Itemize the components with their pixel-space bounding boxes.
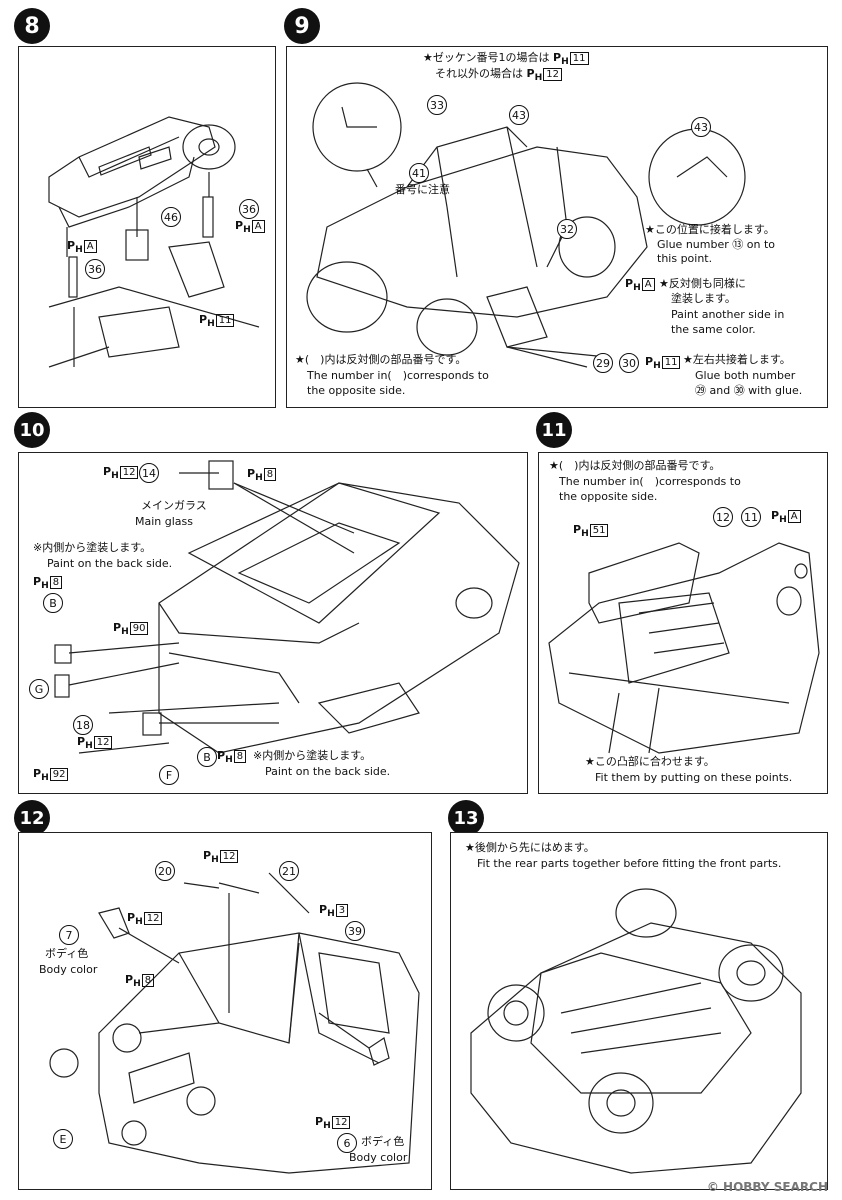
body-color-en: Body color [39,963,98,976]
part-18: 18 [73,715,93,735]
watermark: © HOBBY SEARCH [706,1180,828,1194]
part-21: 21 [279,861,299,881]
part-12: 12 [713,507,733,527]
back-side-jp-1: ※内側から塗装します。 [33,541,152,554]
back-side-jp-2: ※内側から塗装します。 [253,749,372,762]
main-glass-jp: メインガラス [141,499,207,512]
body-color-jp-2: ボディ色 [361,1135,405,1148]
step-11-number: 11 [536,412,572,448]
opposite-en-2: the opposite side. [559,490,658,503]
paint-en-2: the same color. [671,323,756,336]
part-43-detail: 43 [691,117,711,137]
car-underside-illustration [470,888,802,1174]
part-F: F [159,765,179,785]
step-10-number: 10 [14,412,50,448]
part-33: 33 [427,95,447,115]
dashboard-illustration [48,116,260,368]
glue-both-jp: ★左右共接着します。 [683,353,791,366]
part-30: 30 [619,353,639,373]
step-8-number: 8 [14,8,50,44]
part-6: 6 [337,1133,357,1153]
part-G: G [29,679,49,699]
step-13-panel: ★後側から先にはめます。 Fit the rear parts together… [450,832,828,1190]
number-caution: 番号に注意 [395,183,450,196]
part-E: E [53,1129,73,1149]
part-36-top: 36 [239,199,259,219]
body-glass-illustration [54,460,520,754]
opposite-en-2: the opposite side. [307,384,406,397]
interior-panel-illustration [548,542,820,754]
fit-points-en: Fit them by putting on these points. [595,771,793,784]
glue-both-en-2: ㉙ and ㉚ with glue. [695,384,803,397]
part-46: 46 [161,207,181,227]
step-9-number: 9 [284,8,320,44]
back-side-en-2: Paint on the back side. [265,765,391,778]
glue-jp: ★この位置に接着します。 [645,223,775,236]
part-29: 29 [593,353,613,373]
rear-first-en: Fit the rear parts together before fitti… [477,857,782,870]
main-glass-en: Main glass [135,515,193,528]
glue-both-en-1: Glue both number [695,369,796,382]
part-14: 14 [139,463,159,483]
opposite-jp: ★( )内は反対側の部品番号です。 [549,459,721,472]
part-B-bottom: B [197,747,217,767]
paint-en-1: Paint another side in [671,308,785,321]
part-39: 39 [345,921,365,941]
glue-en-1: Glue number ⑬ on to [657,238,775,251]
part-B-top: B [43,593,63,613]
part-43-center: 43 [509,105,529,125]
rear-first-jp: ★後側から先にはめます。 [465,841,595,854]
part-7: 7 [59,925,79,945]
opposite-jp: ★( )内は反対側の部品番号です。 [295,353,467,366]
paint-jp-2: 塗装します。 [671,292,736,305]
part-11: 11 [741,507,761,527]
part-36-left: 36 [85,259,105,279]
step-12-number: 12 [14,800,50,836]
part-41: 41 [409,163,429,183]
fit-points-jp: ★この凸部に合わせます。 [585,755,715,768]
glue-en-2: this point. [657,252,713,265]
back-side-en-1: Paint on the back side. [47,557,173,570]
opposite-en-1: The number in( )corresponds to [559,475,741,488]
part-32: 32 [557,219,577,239]
body-color-en-2: Body color [349,1151,408,1164]
step-11-panel: ★( )内は反対側の部品番号です。 The number in( )corres… [538,452,828,794]
rollcage-illustration [306,82,746,368]
part-20: 20 [155,861,175,881]
body-color-jp: ボディ色 [45,947,89,960]
step-13-number: 13 [448,800,484,836]
opposite-en-1: The number in( )corresponds to [307,369,489,382]
car-front-illustration [49,872,420,1174]
paint-jp-1: ★反対側も同様に [659,277,746,290]
